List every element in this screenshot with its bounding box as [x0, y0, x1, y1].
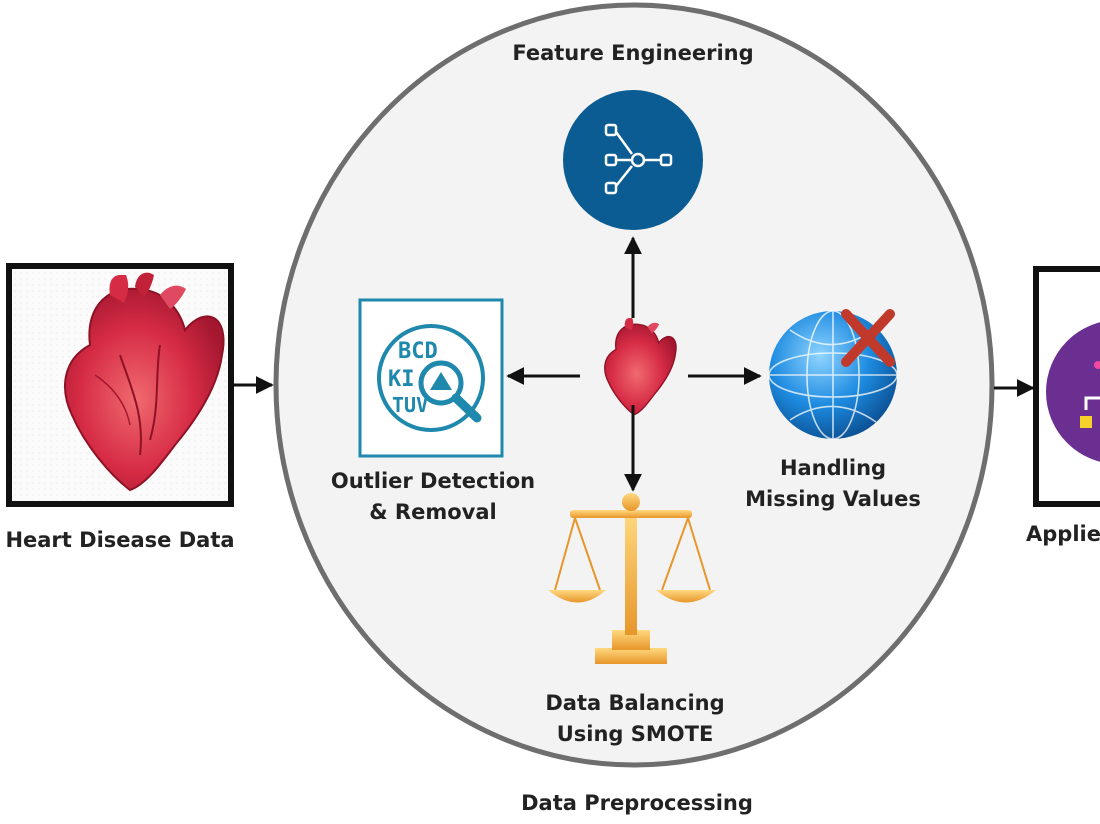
svg-text:KI: KI: [388, 367, 415, 392]
outlier-label-line2: & Removal: [369, 500, 497, 524]
center-heart-icon: [604, 318, 677, 416]
outlier-label-line1: Outlier Detection: [330, 469, 536, 493]
outlier-label: Outlier Detection & Removal: [308, 466, 558, 528]
applied-algorithm-box: [1033, 266, 1100, 507]
balancing-label: Data Balancing Using SMOTE: [510, 688, 760, 750]
feature-engineering-label: Feature Engineering: [512, 41, 754, 65]
diagram-title: Data Preprocessing: [521, 791, 753, 815]
applied-label: Applie: [1026, 522, 1100, 546]
feature-network-icon: [563, 90, 703, 230]
svg-text:BCD: BCD: [398, 339, 438, 364]
algorithm-icon: [1046, 322, 1100, 462]
heart-icon: [64, 272, 225, 492]
svg-text:TUV: TUV: [392, 393, 428, 417]
missing-values-label: Handling Missing Values: [718, 453, 948, 515]
heart-disease-data-label: Heart Disease Data: [5, 528, 235, 552]
balance-scale-icon: [548, 493, 716, 664]
heart-disease-data-box: [6, 263, 234, 507]
globe-x-icon: [768, 309, 898, 440]
missing-label-line1: Handling: [779, 456, 887, 480]
missing-label-line2: Missing Values: [745, 487, 921, 511]
magnifier-letters-icon: BCD KI TUV: [358, 298, 504, 458]
balancing-label-line2: Using SMOTE: [556, 722, 714, 746]
balancing-label-line1: Data Balancing: [545, 691, 725, 715]
